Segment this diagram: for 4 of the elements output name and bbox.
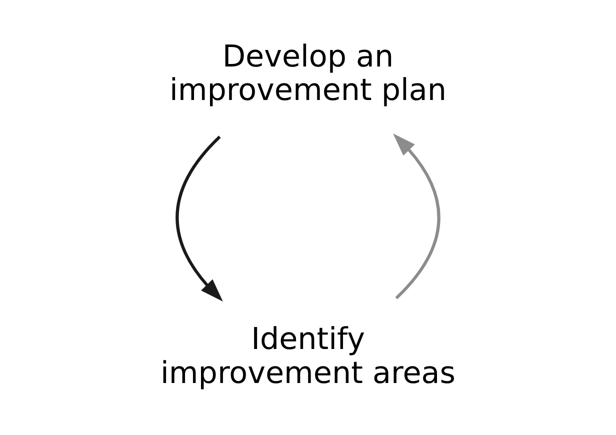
arrow <box>176 136 223 302</box>
node-text: Identify improvement areas <box>160 322 456 392</box>
arrow <box>393 134 440 300</box>
node-text: Develop an improvement plan <box>169 39 447 108</box>
